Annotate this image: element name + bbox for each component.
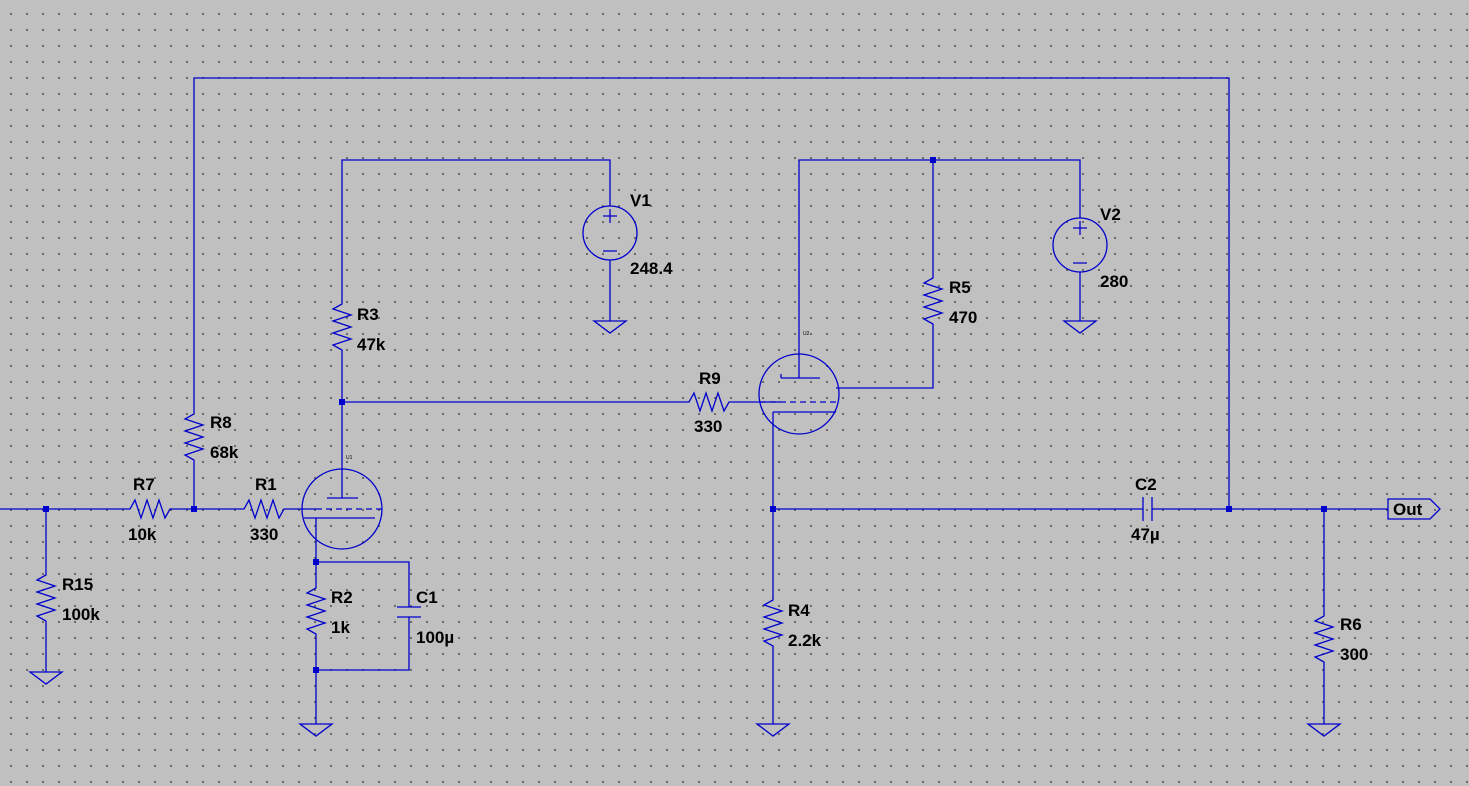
resistor-r1[interactable]: R1 330 xyxy=(236,475,295,544)
resistor-r4[interactable]: R4 2.2k xyxy=(761,594,822,652)
resistor-r5[interactable]: R5 470 xyxy=(921,272,977,328)
resistor-r6[interactable]: R6 300 xyxy=(1312,610,1368,668)
r1-name: R1 xyxy=(255,475,277,494)
junction-dot xyxy=(191,506,197,512)
resistor-r2[interactable]: R2 1k xyxy=(304,582,353,640)
output-port-label: Out xyxy=(1393,500,1423,519)
r2-name: R2 xyxy=(331,588,353,607)
c2-name: C2 xyxy=(1135,475,1157,494)
c1-name: C1 xyxy=(416,588,438,607)
voltage-source-v2[interactable]: V2 280 xyxy=(1052,205,1128,291)
r9-name: R9 xyxy=(699,369,721,388)
junction-dot xyxy=(313,559,319,565)
junctions xyxy=(43,157,1327,673)
r3-value: 47k xyxy=(357,335,386,354)
ground-icon xyxy=(298,723,334,737)
output-port[interactable]: Out xyxy=(1387,498,1441,520)
resistor-r15[interactable]: R15 100k xyxy=(34,569,100,629)
c2-value: 47µ xyxy=(1131,525,1160,544)
r7-name: R7 xyxy=(133,475,155,494)
r8-value: 68k xyxy=(210,443,239,462)
r8-name: R8 xyxy=(210,413,232,432)
r4-name: R4 xyxy=(788,601,810,620)
u1-name: U1 xyxy=(346,455,353,461)
triode-u1[interactable]: U1 xyxy=(301,455,383,550)
ground-icon xyxy=(592,320,628,334)
r4-value: 2.2k xyxy=(788,631,822,650)
junction-dot xyxy=(43,506,49,512)
capacitor-c2[interactable]: C2 47µ xyxy=(1131,475,1160,544)
v1-value: 248.4 xyxy=(630,259,673,278)
capacitor-c1[interactable]: C1 100µ xyxy=(397,588,454,647)
c1-value: 100µ xyxy=(416,628,454,647)
triode-u2[interactable]: U2 xyxy=(758,331,840,435)
r5-value: 470 xyxy=(949,308,977,327)
r1-value: 330 xyxy=(250,525,278,544)
voltage-source-v1[interactable]: V1 248.4 xyxy=(582,191,673,278)
u2-name: U2 xyxy=(803,331,810,337)
ground-icon xyxy=(1062,320,1098,334)
wires xyxy=(0,77,1388,724)
resistor-r8[interactable]: R8 68k xyxy=(182,408,239,464)
r15-value: 100k xyxy=(62,605,100,624)
junction-dot xyxy=(313,667,319,673)
resistor-r3[interactable]: R3 47k xyxy=(330,298,386,356)
ground-icon xyxy=(755,723,791,737)
ground-icon xyxy=(1306,723,1342,737)
r9-value: 330 xyxy=(694,417,722,436)
r7-value: 10k xyxy=(128,525,157,544)
r6-name: R6 xyxy=(1340,615,1362,634)
resistor-r9[interactable]: R9 330 xyxy=(685,369,737,436)
junction-dot xyxy=(1226,506,1232,512)
r5-name: R5 xyxy=(949,278,971,297)
r3-name: R3 xyxy=(357,305,379,324)
ground-symbols xyxy=(28,320,1342,737)
r15-name: R15 xyxy=(62,575,93,594)
v1-name: V1 xyxy=(630,191,651,210)
junction-dot xyxy=(770,506,776,512)
junction-dot xyxy=(1321,506,1327,512)
junction-dot xyxy=(930,157,936,163)
r2-value: 1k xyxy=(331,618,350,637)
resistor-r7[interactable]: R7 10k xyxy=(124,475,174,544)
r6-value: 300 xyxy=(1340,645,1368,664)
ground-icon xyxy=(28,671,64,685)
v2-value: 280 xyxy=(1100,272,1128,291)
junction-dot xyxy=(339,399,345,405)
v2-name: V2 xyxy=(1100,205,1121,224)
